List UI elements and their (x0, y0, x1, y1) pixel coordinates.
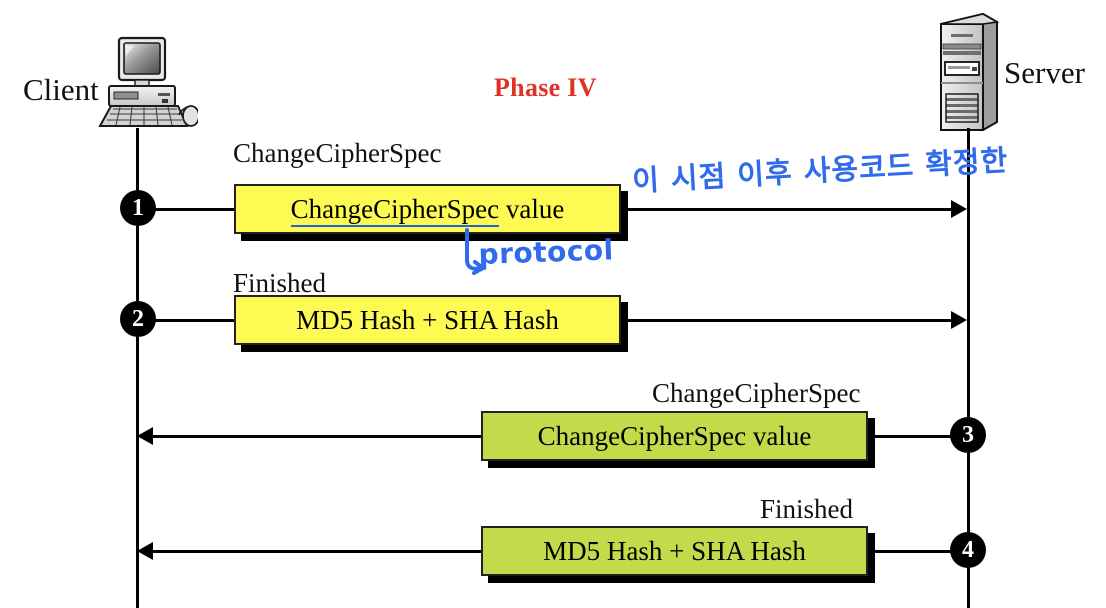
message-caption-2: Finished (233, 268, 327, 298)
message-arrowhead-3 (137, 427, 153, 445)
desktop-computer-icon (90, 36, 200, 141)
message-caption-4: Finished (760, 494, 854, 524)
message-line-1-right (620, 208, 952, 211)
message-line-4-right (868, 550, 953, 553)
message-box-1[interactable]: ChangeCipherSpec value (234, 184, 621, 234)
protocol-handwritten-annotation: protocol (478, 233, 615, 271)
phase-title: Phase IV (494, 73, 597, 102)
sequence-bullet-2: 2 (120, 301, 156, 337)
message-caption-3: ChangeCipherSpec (652, 378, 861, 408)
message-arrowhead-1 (951, 200, 967, 218)
message-line-2-left (137, 319, 237, 322)
message-line-3-right (868, 435, 953, 438)
message-box-4[interactable]: MD5 Hash + SHA Hash (481, 526, 868, 576)
message-box-1-underlined-text: ChangeCipherSpec (290, 194, 500, 227)
protocol-pointer-arrow-icon (455, 228, 515, 283)
sequence-bullet-1: 1 (120, 190, 156, 226)
message-line-2-right (620, 319, 952, 322)
sequence-bullet-4: 4 (950, 532, 986, 568)
sequence-bullet-3: 3 (950, 417, 986, 453)
server-lifeline (967, 128, 970, 608)
message-line-3-left (152, 435, 482, 438)
server-label: Server (1004, 55, 1085, 90)
message-box-3[interactable]: ChangeCipherSpec value (481, 411, 868, 461)
korean-handwritten-annotation: 이 시점 이후 사용코드 확정한 (631, 142, 1010, 198)
message-caption-1: ChangeCipherSpec (233, 138, 442, 168)
message-arrowhead-2 (951, 311, 967, 329)
message-box-2[interactable]: MD5 Hash + SHA Hash (234, 295, 621, 345)
client-label: Client (23, 72, 99, 107)
message-box-1-rest-text: value (499, 194, 565, 224)
message-line-1-left (137, 208, 237, 211)
message-line-4-left (152, 550, 482, 553)
client-lifeline (136, 128, 139, 608)
message-arrowhead-4 (137, 542, 153, 560)
server-tower-icon (925, 12, 1005, 139)
